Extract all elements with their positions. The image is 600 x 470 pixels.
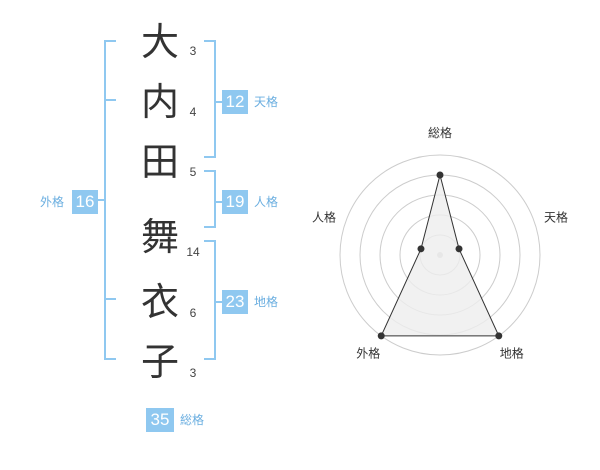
radar-series-polygon (380, 174, 500, 337)
tenkaku-bracket-connector (216, 101, 222, 103)
jinkaku-badge: 19 (222, 190, 248, 214)
name-char-2: 内 (140, 80, 179, 124)
tenkaku-bracket-top (204, 40, 216, 42)
stroke-count-1: 3 (189, 44, 197, 58)
radar-axis-label-2: 天格 (544, 209, 568, 224)
radar-point-2 (455, 245, 463, 253)
radar-point-4 (377, 332, 385, 340)
name-char-1: 大 (140, 20, 179, 64)
gaikaku-bracket-top (104, 40, 116, 42)
jinkaku-bracket-spine (214, 170, 216, 228)
stroke-count-6: 3 (189, 366, 197, 380)
radar-ring-5 (339, 154, 541, 356)
gaikaku-label: 外格 (40, 195, 65, 209)
soukaku-label: 総格 (180, 413, 205, 427)
jinkaku-bracket-bottom (204, 226, 216, 228)
radar-point-5 (417, 245, 425, 253)
gaikaku-bracket-tick-2 (104, 298, 116, 300)
gaikaku-bracket-connector (97, 199, 104, 201)
chikaku-bracket-bottom (204, 358, 216, 360)
name-char-5: 衣 (140, 280, 179, 324)
gaikaku-bracket-tick-1 (104, 99, 116, 101)
chikaku-badge: 23 (222, 290, 248, 314)
radar-axis-label-3: 地格 (500, 346, 524, 361)
radar-point-3 (495, 332, 503, 340)
gaikaku-badge: 16 (72, 190, 98, 214)
chikaku-label: 地格 (254, 295, 279, 309)
name-char-4: 舞 (140, 215, 179, 259)
stroke-count-2: 4 (189, 105, 197, 119)
stroke-count-5: 6 (189, 306, 197, 320)
stroke-count-4: 14 (186, 245, 200, 259)
gaikaku-bracket-bottom (104, 358, 116, 360)
stroke-count-3: 5 (189, 165, 197, 179)
tenkaku-label: 天格 (254, 95, 279, 109)
radar-axis-label-1: 総格 (428, 125, 452, 140)
chikaku-bracket-top (204, 240, 216, 242)
jinkaku-bracket-top (204, 170, 216, 172)
jinkaku-label: 人格 (254, 195, 279, 209)
tenkaku-bracket-spine (214, 40, 216, 158)
name-char-6: 子 (140, 340, 179, 384)
radar-axis-label-5: 人格 (312, 209, 336, 224)
soukaku-badge: 35 (146, 408, 174, 432)
name-char-3: 田 (140, 140, 179, 184)
radar-point-1 (436, 171, 444, 179)
chikaku-bracket-spine (214, 240, 216, 360)
tenkaku-badge: 12 (222, 90, 248, 114)
radar-axis-label-4: 外格 (356, 346, 380, 361)
radar-points (377, 171, 503, 340)
chikaku-bracket-connector (216, 301, 222, 303)
gaikaku-bracket-spine (104, 40, 106, 360)
jinkaku-bracket-connector (216, 201, 222, 203)
tenkaku-bracket-bottom (204, 156, 216, 158)
